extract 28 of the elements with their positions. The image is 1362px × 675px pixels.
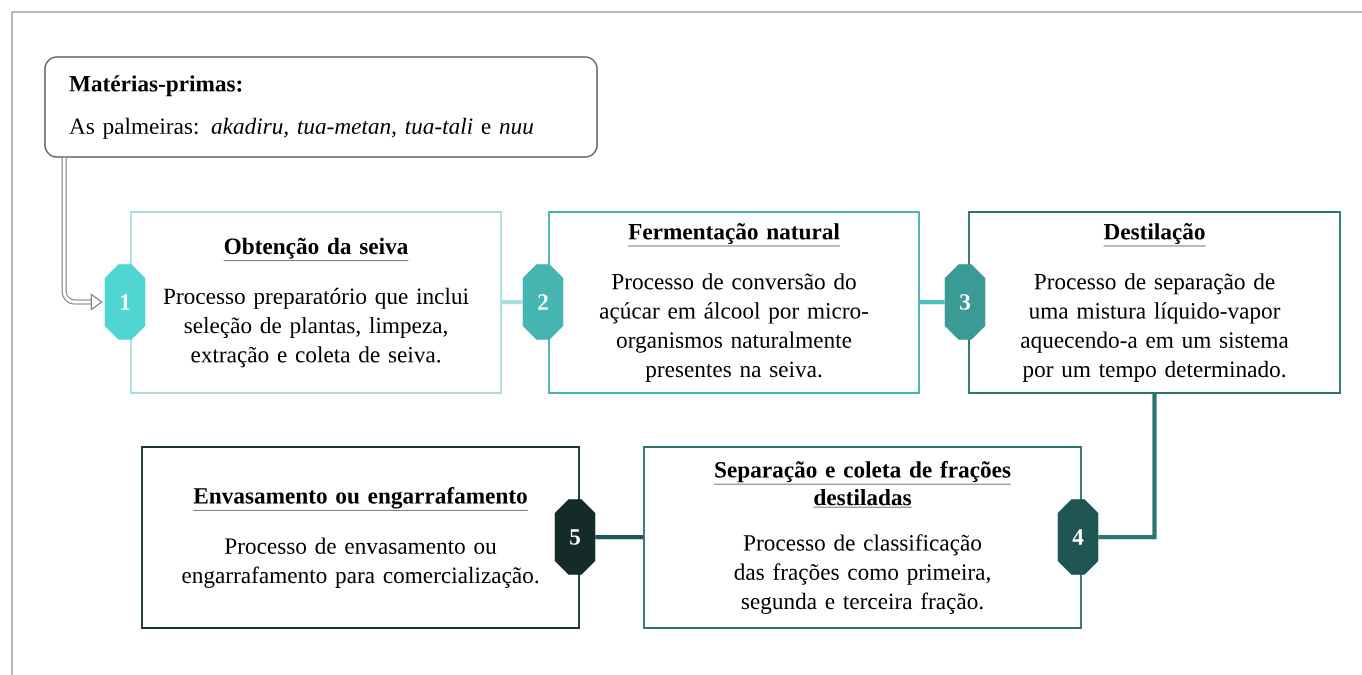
connector-line	[919, 299, 945, 305]
number-badge: 4	[1057, 499, 1099, 575]
number-badge: 3	[944, 264, 986, 340]
box-heading: Matérias-primas:	[69, 75, 242, 97]
process-box	[548, 211, 920, 394]
step-description: Processo preparatório que inclui seleção de plantas, limpeza, extração e coleta de seiva.	[163, 287, 469, 368]
connector-line	[501, 299, 523, 305]
connector-line	[1098, 393, 1157, 540]
process-box	[968, 211, 1341, 394]
step-heading: Destilação	[1103, 223, 1206, 247]
box-text: As palmeiras: akadiru, tua-metan, tua-tali e nuu	[69, 117, 533, 139]
rounded-box	[44, 56, 598, 158]
step-heading: Envasamento ou engarrafamento	[193, 487, 528, 511]
process-box	[130, 211, 502, 394]
arrow	[61, 157, 103, 311]
step-description: Processo de conversão do açúcar em álcool por micro-organismos naturalmente presentes na seiva.	[599, 273, 869, 382]
number-badge: 5	[554, 499, 596, 575]
connector-line	[595, 534, 644, 540]
number-badge: 1	[104, 264, 146, 340]
step-heading: Fermentação natural	[627, 223, 841, 247]
step-description: Processo de classificação das frações como primeira, segunda e terceira fração.	[734, 534, 990, 614]
step-description: Processo de envasamento ou engarrafamento para comercialização.	[182, 537, 539, 588]
process-box	[141, 446, 580, 629]
step-heading: Obtenção da seiva	[223, 237, 409, 261]
process-box	[643, 446, 1082, 629]
step-description: Processo de separação de uma mistura líquido-vapor aquecendo-a em um sistema por um tempo determinado.	[1021, 273, 1289, 382]
number-badge: 2	[522, 264, 564, 340]
step-heading: Separação e coleta de frações destiladas	[713, 461, 1012, 508]
